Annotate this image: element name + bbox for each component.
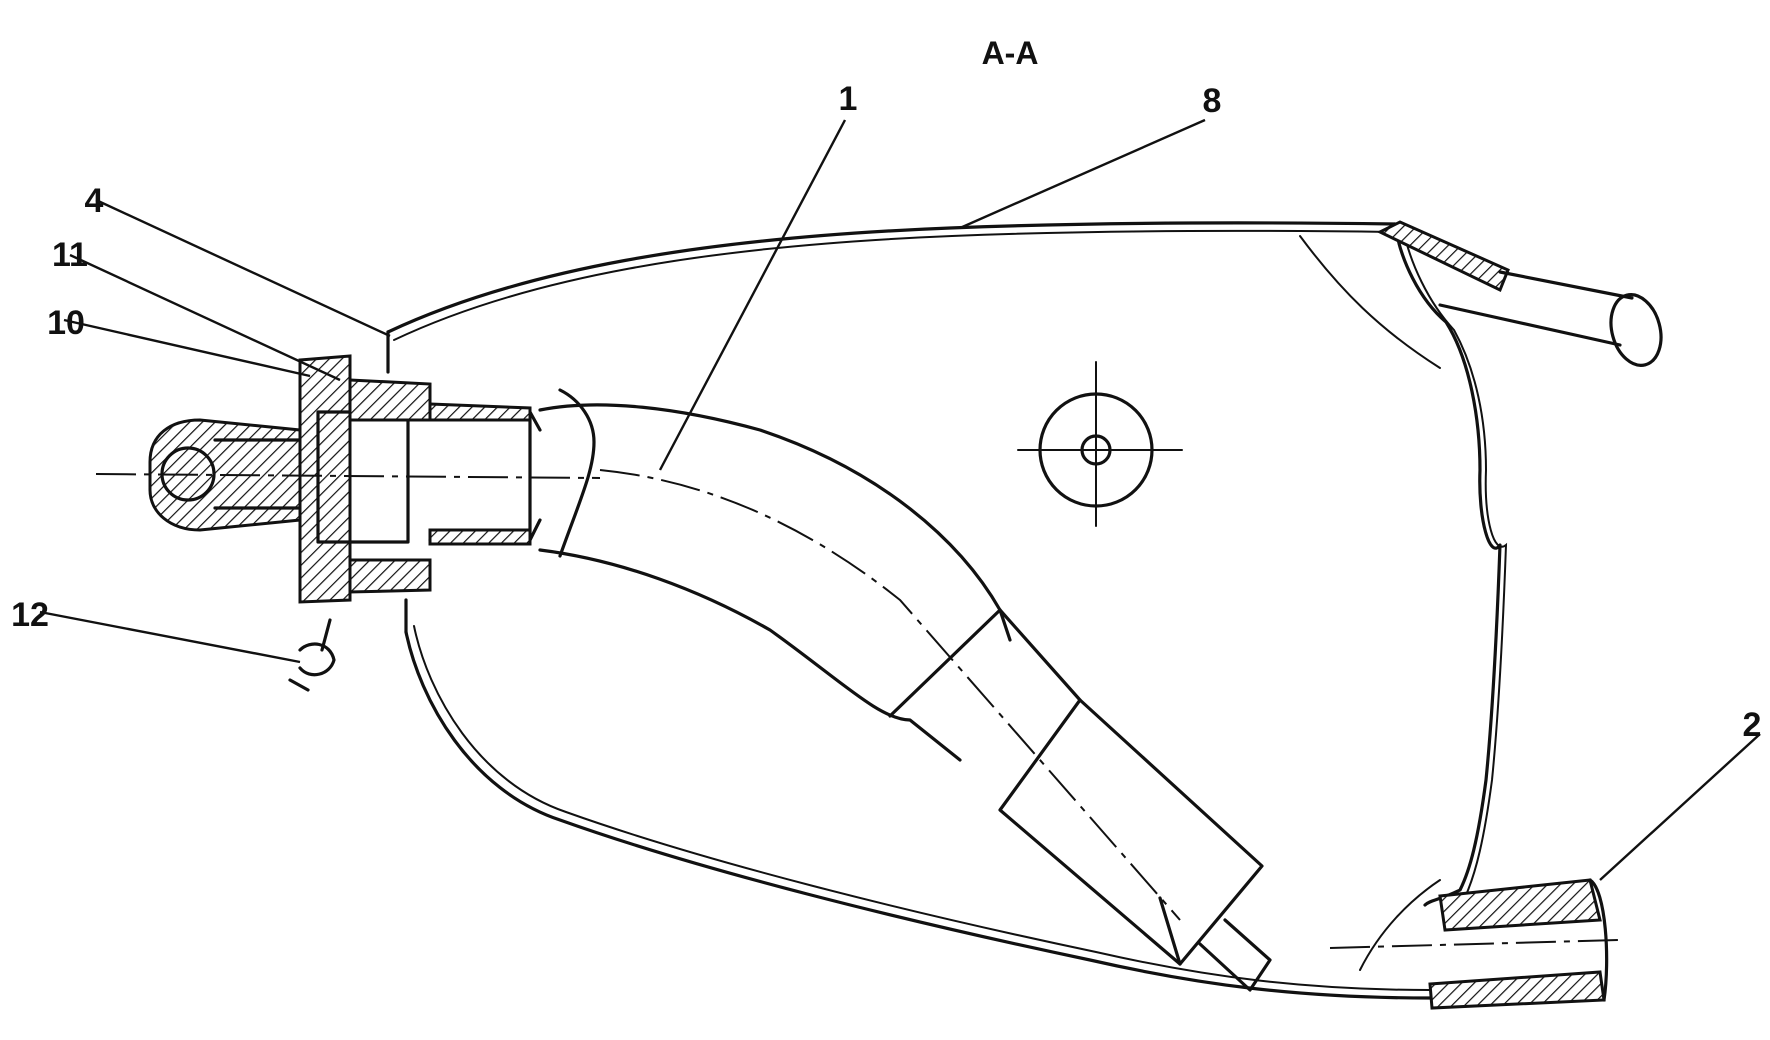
callout-12: 12 — [11, 596, 49, 634]
inlet-connector — [148, 354, 542, 604]
bottom-outlet-pipe — [1329, 878, 1621, 1010]
inlet-centerline — [95, 473, 601, 479]
top-outlet-pipe — [1299, 220, 1663, 369]
callout-2: 2 — [1743, 706, 1762, 744]
callout-1: 1 — [839, 80, 858, 118]
callout-4: 4 — [85, 182, 104, 220]
leader-lines — [39, 118, 1761, 881]
inner-bent-tube — [538, 388, 1272, 992]
callout-10: 10 — [47, 304, 85, 342]
callout-8: 8 — [1203, 82, 1222, 120]
housing-shell — [386, 221, 1508, 1000]
crosshair-mark — [1017, 361, 1183, 527]
callout-11: 11 — [52, 236, 88, 274]
section-title: A-A — [982, 35, 1039, 71]
drain-cap — [288, 618, 336, 692]
